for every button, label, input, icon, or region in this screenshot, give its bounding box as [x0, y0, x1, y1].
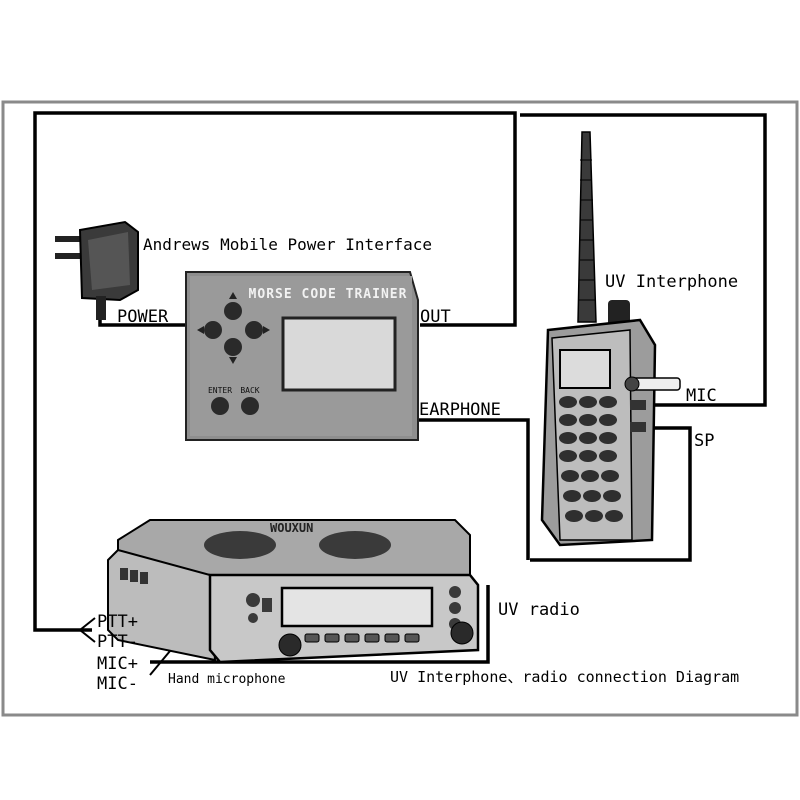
down-button — [224, 338, 242, 356]
mic-minus-label: MIC- — [97, 674, 138, 694]
mic-plus-label: MIC+ — [97, 654, 138, 674]
mic-label: MIC — [686, 386, 717, 406]
diagram-caption: UV Interphone、radio connection Diagram — [390, 668, 739, 686]
ptt-bracket — [78, 617, 96, 643]
left-knob — [278, 633, 302, 657]
back-button — [241, 397, 259, 415]
mobile-radio-icon: WOUXUN — [107, 519, 480, 664]
power-interface-label: Andrews Mobile Power Interface — [143, 235, 432, 254]
handheld-display — [559, 349, 611, 389]
radio-brand: WOUXUN — [270, 521, 313, 535]
earphone-wire — [418, 418, 530, 560]
ptt-plus-label: PTT+ — [97, 612, 138, 632]
handheld-radio-icon — [540, 131, 681, 547]
power-label: POWER — [117, 307, 169, 327]
enter-label: ENTER — [208, 386, 232, 395]
mic-wire — [520, 113, 767, 407]
trainer-title: MORSE CODE TRAINER — [249, 287, 408, 302]
left-button — [204, 321, 222, 339]
out-to-ptt-wire — [33, 111, 517, 632]
radio-display — [280, 586, 434, 628]
uv-interphone-label: UV Interphone — [605, 272, 738, 292]
enter-button — [211, 397, 229, 415]
earphone-label: EARPHONE — [419, 400, 501, 420]
out-label: OUT — [420, 307, 451, 327]
trainer-screen — [281, 316, 397, 392]
back-label: BACK — [240, 386, 259, 395]
morse-code-trainer: MORSE CODE TRAINER ENTER BACK — [185, 271, 419, 441]
right-knob — [450, 621, 474, 645]
hand-microphone-label: Hand microphone — [168, 672, 286, 687]
power-adapter-icon — [55, 220, 139, 320]
up-button — [224, 302, 242, 320]
right-button — [245, 321, 263, 339]
sp-wire — [530, 426, 692, 562]
radio-mic-wire — [150, 585, 490, 664]
uv-radio-label: UV radio — [498, 600, 580, 620]
sp-label: SP — [694, 431, 714, 451]
ptt-minus-label: PTT- — [97, 632, 138, 652]
